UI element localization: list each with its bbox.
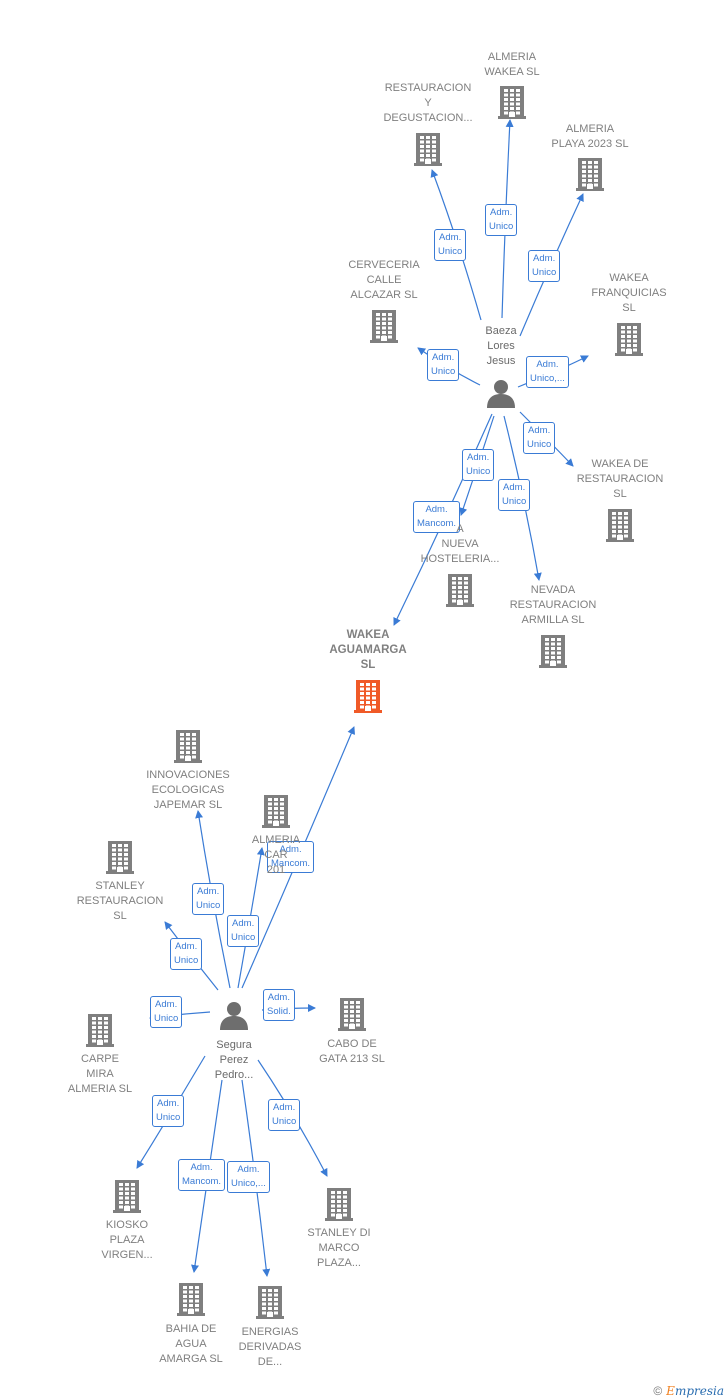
role-badge[interactable]: Adm. Unico [485,204,518,236]
role-badge[interactable]: Adm. Unico [462,449,495,481]
company-label[interactable]: WAKEA FRANQUICIAS SL [591,272,667,314]
role-badge[interactable]: Adm. Mancom. [413,501,461,533]
company-label[interactable]: ALMERIA WAKEA SL [484,51,540,78]
role-badge[interactable]: Adm. Unico,... [526,356,569,388]
company-label[interactable]: WAKEA AGUAMARGA SL [329,629,407,671]
building-icon[interactable] [262,794,290,833]
building-icon[interactable] [576,157,604,196]
company-label[interactable]: ENERGIAS DERIVADAS DE... [238,1326,302,1368]
company-label[interactable]: INNOVACIONES ECOLOGICAS JAPEMAR SL [146,769,230,811]
company-label[interactable]: BAHIA DE AGUA AMARGA SL [159,1323,223,1365]
role-badge[interactable]: Adm. Unico,... [227,1161,270,1193]
role-badge[interactable]: Adm. Mancom. [267,841,315,873]
building-icon[interactable] [86,1013,114,1052]
role-badge[interactable]: Adm. Unico [150,996,183,1028]
brand-logo: Empresia [666,1384,724,1398]
role-badge[interactable]: Adm. Unico [523,422,556,454]
building-icon[interactable] [113,1179,141,1218]
role-badge[interactable]: Adm. Unico [434,229,467,261]
building-icon[interactable] [414,132,442,171]
role-badge[interactable]: Adm. Unico [498,479,531,511]
person-icon[interactable] [219,1000,249,1035]
company-label[interactable]: CERVECERIA CALLE ALCAZAR SL [348,259,420,301]
building-icon[interactable] [338,997,366,1036]
building-icon[interactable] [498,85,526,124]
role-badge[interactable]: Adm. Unico [170,938,203,970]
role-badge[interactable]: Adm. Unico [528,250,561,282]
person-label[interactable]: Baeza Lores Jesus [485,325,517,367]
company-label[interactable]: RESTAURACION Y DEGUSTACION... [383,82,473,124]
role-badge[interactable]: Adm. Unico [427,349,460,381]
company-label[interactable]: STANLEY RESTAURACION SL [76,880,164,922]
building-icon[interactable] [615,322,643,361]
role-badge[interactable]: Adm. Unico [227,915,260,947]
copyright-symbol: © [653,1384,663,1398]
person-icon[interactable] [486,378,516,413]
company-label[interactable]: A NUEVA HOSTELERIA... [420,523,500,565]
role-badge[interactable]: Adm. Solid. [263,989,295,1021]
company-label[interactable]: ALMERIA PLAYA 2023 SL [551,123,629,150]
building-icon[interactable] [539,634,567,673]
person-label[interactable]: Segura Perez Pedro... [214,1039,254,1081]
company-label[interactable]: CABO DE GATA 213 SL [319,1038,385,1065]
company-label[interactable]: NEVADA RESTAURACION ARMILLA SL [509,584,597,626]
building-icon[interactable] [256,1285,284,1324]
role-badge[interactable]: Adm. Unico [192,883,225,915]
building-icon[interactable] [106,840,134,879]
company-label[interactable]: STANLEY DI MARCO PLAZA... [307,1227,371,1269]
footer-brand[interactable]: ©Empresia [653,1384,724,1398]
building-icon[interactable] [370,309,398,348]
building-icon[interactable] [177,1282,205,1321]
company-label[interactable]: CARPE MIRA ALMERIA SL [67,1053,133,1095]
company-label[interactable]: KIOSKO PLAZA VIRGEN... [101,1219,153,1261]
role-badge[interactable]: Adm. Mancom. [178,1159,226,1191]
role-badge[interactable]: Adm. Unico [152,1095,185,1127]
building-icon[interactable] [174,729,202,768]
building-icon[interactable] [354,679,382,718]
building-icon[interactable] [446,573,474,612]
building-icon[interactable] [325,1187,353,1226]
building-icon[interactable] [606,508,634,547]
company-label[interactable]: WAKEA DE RESTAURACION SL [576,458,664,500]
company-label[interactable]: ALMERIA CAR 201 [251,834,301,876]
role-badge[interactable]: Adm. Unico [268,1099,301,1131]
